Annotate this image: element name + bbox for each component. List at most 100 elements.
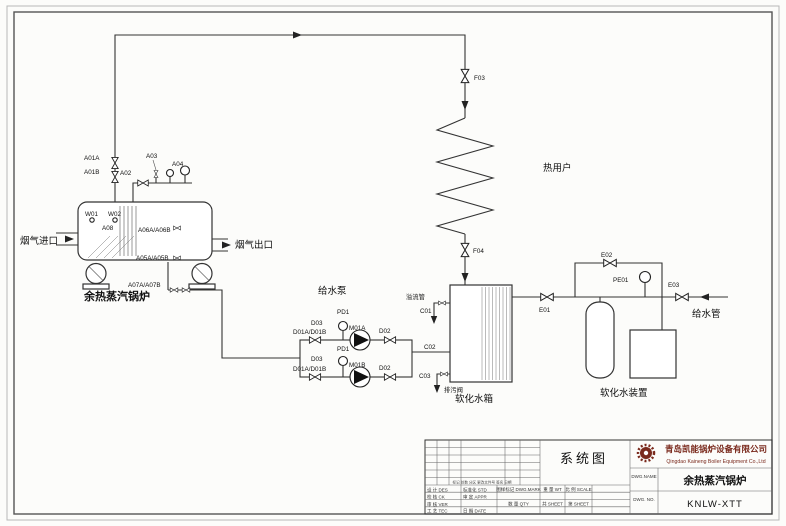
drain-valve-icon <box>440 371 448 377</box>
tag-w02: W02 <box>108 211 121 218</box>
tag-pd1-top: PD1 <box>337 309 350 316</box>
feedwater-supply-line <box>512 262 728 330</box>
tb-scale: 比 例 SCALE <box>565 486 591 493</box>
valve-a01b-icon <box>111 170 119 184</box>
flue-arrow-icon <box>65 235 74 243</box>
tag-a08: A08 <box>102 225 114 232</box>
tag-c03: C03 <box>419 373 431 380</box>
tag-d02-top: D02 <box>379 328 391 335</box>
water-gauge-w02-icon <box>112 217 118 223</box>
check-valve-d02-top-icon <box>383 336 397 344</box>
revision-header: 标记 处数 分区 更改文件号 签名 日期 <box>453 480 512 485</box>
flue-gas-inlet-duct <box>56 232 78 246</box>
water-gauge-w01-icon <box>89 217 95 223</box>
company-name-cn: 青岛凯能锅炉设备有限公司 <box>665 444 767 454</box>
softener-cylinder-vessel <box>585 301 615 379</box>
tag-e02: E02 <box>601 252 613 259</box>
tag-d03-btm: D03 <box>311 356 323 363</box>
label-soft-tank: 软化水箱 <box>455 393 493 405</box>
check-valve-d02-btm-icon <box>383 373 397 381</box>
tb-sheet-no: 第 SHEET <box>568 501 589 508</box>
tag-a04: A04 <box>172 161 184 168</box>
tag-a03: A03 <box>146 153 158 160</box>
boiler-drum <box>77 201 213 261</box>
label-flue-outlet: 烟气出口 <box>235 239 273 251</box>
flue-arrow-icon <box>222 241 231 249</box>
valve-f03-icon <box>460 68 470 84</box>
tag-w01: W01 <box>85 211 98 218</box>
tb-appr: 审 定 APPR <box>463 494 488 501</box>
tb-des: 设 计 DES <box>427 487 448 494</box>
safety-valve-a03-icon <box>153 170 159 178</box>
tag-d02-btm: D02 <box>379 365 391 372</box>
valve-a01a-icon <box>111 156 119 170</box>
softened-water-tank <box>449 284 513 383</box>
label-drain-valve: 排污阀 <box>444 385 463 394</box>
label-feed-pump: 给水泵 <box>318 285 347 297</box>
gauge-pd1-top-icon <box>337 320 349 332</box>
tag-m01b: M01B <box>349 362 365 369</box>
pressure-gauge-a04-icon <box>179 165 191 176</box>
tag-c02: C02 <box>424 344 436 351</box>
tag-e03: E03 <box>668 282 680 289</box>
tb-ver: 审 核 VER <box>427 501 449 508</box>
boiler-supports <box>82 262 216 290</box>
flow-arrow-down-icon <box>461 101 469 110</box>
tag-c01: C01 <box>420 308 432 315</box>
valve-a07a-icon <box>169 287 179 293</box>
label-boiler: 余热蒸汽锅炉 <box>83 289 150 303</box>
softener-box-vessel <box>629 329 677 379</box>
dwg-no-value: KNLW-XTT <box>687 499 743 510</box>
tb-ck: 校 核 CK <box>427 494 445 501</box>
gauge-pd1-btm-icon <box>337 355 349 367</box>
outer-border <box>6 5 780 521</box>
flue-gas-outlet-duct <box>212 238 231 252</box>
valve-e01-icon <box>540 292 554 302</box>
tag-d03-top: D03 <box>311 320 323 327</box>
tag-a05: A05A/A05B <box>136 255 169 262</box>
tb-qty: 数 量 QTY <box>508 501 529 508</box>
flow-arrow-down-icon <box>461 273 469 282</box>
tag-a07: A07A/A07B <box>128 282 161 289</box>
tb-tec: 工 艺 TEC <box>427 509 448 514</box>
valve-f04-icon <box>460 242 470 258</box>
valve-a02-icon <box>137 179 149 187</box>
flow-arrow-right-icon <box>293 31 302 39</box>
company-gear-logo-icon <box>636 443 656 463</box>
valve-d01-btm-icon <box>308 373 322 381</box>
tb-std: 标准化 STD <box>463 487 488 494</box>
drawing-title: 系统图 <box>560 451 608 466</box>
label-overflow: 溢流管 <box>406 292 425 301</box>
tag-pd1-btm: PD1 <box>337 346 350 353</box>
pump-m01b <box>349 366 371 388</box>
overflow-valve-icon <box>438 300 446 306</box>
tag-a01b: A01B <box>84 169 99 176</box>
tag-e01: E01 <box>539 307 551 314</box>
label-softener: 软化水装置 <box>600 387 648 399</box>
valve-e03-icon <box>675 292 689 302</box>
tag-f04: F04 <box>473 248 484 255</box>
title-block: 标记 处数 分区 更改文件号 签名 日期 系统图 青岛凯能锅炉设备有限公司 Qi… <box>424 439 773 515</box>
label-feed-pipe: 给水管 <box>692 308 721 320</box>
label-heat-user: 热用户 <box>543 162 572 174</box>
tag-d01-top: D01A/D01B <box>293 329 326 336</box>
overflow-arrow-icon <box>430 316 438 324</box>
valve-e02-icon <box>603 258 617 268</box>
tb-sheets: 共 SHEET <box>542 501 563 508</box>
heat-user-coil <box>434 117 496 235</box>
company-name-en: Qingdao Kaineng Boiler Equipment Co.,Ltd <box>666 459 765 465</box>
supply-arrow-left-icon <box>700 293 709 301</box>
feedwater-line-to-boiler <box>167 262 300 359</box>
tb-mark: 图样标记 DWG.MARK <box>496 486 541 493</box>
tag-f03: F03 <box>474 75 485 82</box>
tag-pe01: PE01 <box>613 277 629 284</box>
pressure-gauge-icon <box>165 168 175 178</box>
valve-d01-top-icon <box>308 336 322 344</box>
inner-border <box>13 11 773 515</box>
tag-a02: A02 <box>120 170 132 177</box>
tb-date: 日 期 DATE <box>463 509 486 515</box>
valve-a07b-icon <box>181 287 191 293</box>
tag-m01a: M01A <box>349 325 366 332</box>
